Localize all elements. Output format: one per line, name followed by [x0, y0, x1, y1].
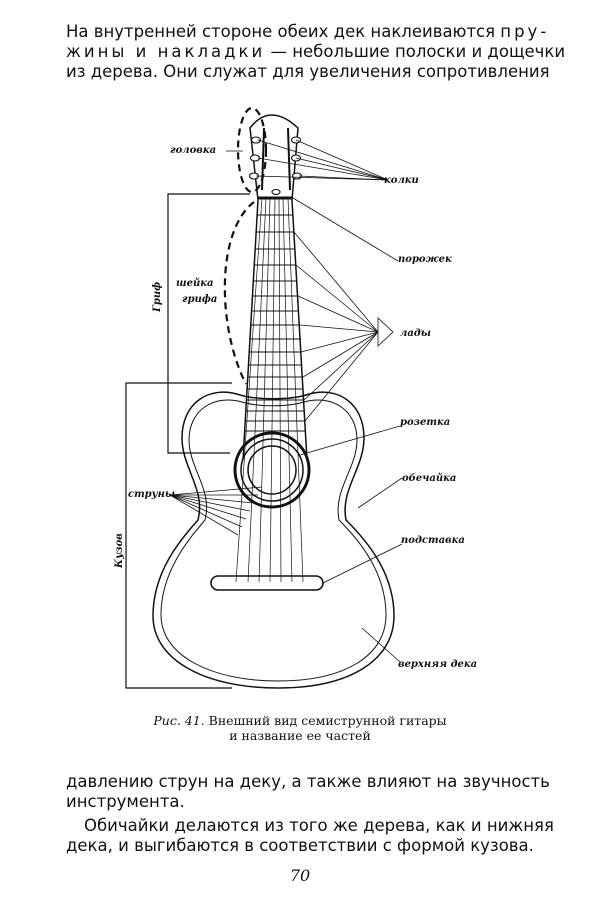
label-kuzov: Кузов — [114, 533, 125, 569]
label-podstavka: подставка — [401, 535, 465, 546]
top-line-2a: жины и накладки — [66, 42, 266, 61]
bottom-line-3: Обичайки делаются из того же дерева, как… — [84, 816, 554, 835]
body-bracket — [125, 382, 232, 689]
top-line-1b: пру- — [500, 22, 550, 41]
figure-number: Рис. 41. — [153, 713, 205, 728]
label-golovka: головка — [170, 145, 216, 156]
neck-dashed-outline — [223, 201, 255, 385]
bottom-line-1: давлению струн на деку, а также влияют н… — [66, 772, 550, 791]
label-kolki: колки — [384, 175, 419, 186]
label-grif: Гриф — [152, 282, 163, 313]
label-obechayka: обечайка — [402, 473, 456, 484]
guitar-body-outline — [152, 391, 395, 689]
guitar-diagram: головка колки порожек лады шейка грифа Г… — [114, 106, 477, 689]
top-line-3: из дерева. Они служат для увеличения соп… — [66, 62, 550, 81]
label-struny: струны — [128, 489, 175, 500]
bottom-line-4: дека, и выгибаются в соответствии с форм… — [66, 836, 534, 855]
label-grifa: грифа — [182, 294, 217, 305]
label-rozetka: розетка — [400, 417, 450, 428]
bridge — [210, 575, 324, 591]
figure-caption: Рис. 41. Внешний вид семиструнной гитары… — [0, 713, 600, 743]
label-lady: лады — [400, 328, 431, 339]
page-number: 70 — [289, 866, 311, 885]
label-verkhnyaya-deka: верхняя дека — [398, 659, 477, 670]
guitar-body-binding — [160, 399, 387, 682]
bottom-paragraph-1: давлению струн на деку, а также влияют н… — [66, 772, 566, 812]
label-porozhek: порожек — [398, 254, 452, 265]
caption-line-1: Внешний вид семиструнной гитары — [208, 713, 447, 728]
bottom-line-2: инструмента. — [66, 792, 185, 811]
caption-line-2: и название ее частей — [229, 728, 371, 743]
label-sheyka: шейка — [176, 278, 213, 289]
head-dashed-outline — [236, 106, 268, 194]
top-line-1a: На внутренней стороне обеих дек наклеива… — [66, 22, 501, 41]
top-paragraph: На внутренней стороне обеих дек наклеива… — [66, 22, 566, 82]
headstock — [249, 114, 299, 201]
neck — [242, 199, 308, 461]
grif-bracket — [167, 193, 250, 454]
bottom-paragraph-2: Обичайки делаются из того же дерева, как… — [66, 816, 566, 856]
top-line-2b: — небольшие полоски и дощечки — [265, 42, 566, 61]
